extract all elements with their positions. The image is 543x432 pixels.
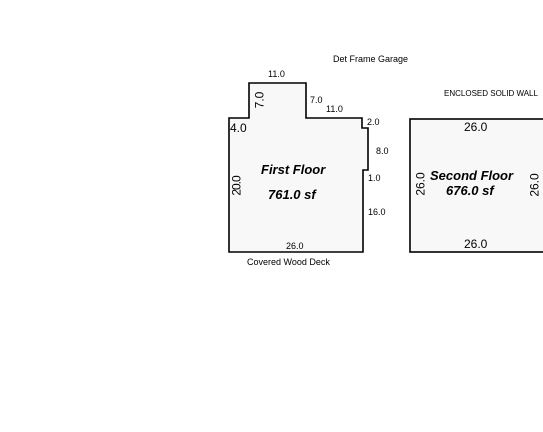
sf-dim-top: 26.0: [464, 120, 488, 134]
second-floor-outline[interactable]: [409, 118, 543, 253]
ff-dim-step-top: 11.0: [326, 104, 343, 114]
deck-label: Covered Wood Deck: [247, 257, 330, 267]
ff-dim-bottom: 26.0: [286, 241, 304, 251]
ff-dim-inner-step: 7.0: [310, 95, 323, 105]
garage-label: Det Frame Garage: [333, 54, 409, 64]
first-floor-area: 761.0 sf: [268, 187, 316, 202]
ff-dim-right-b: 1.0: [368, 173, 381, 183]
sf-dim-right: 26.0: [527, 173, 542, 197]
ff-dim-left-upper: 7.0: [252, 91, 267, 109]
first-floor-title: First Floor: [261, 162, 326, 177]
header-fragment: - - -: [342, 0, 356, 4]
ff-dim-top: 11.0: [268, 69, 285, 79]
first-floor-outline[interactable]: [228, 82, 369, 253]
sf-dim-bottom: 26.0: [464, 237, 488, 251]
second-floor-area: 676.0 sf: [446, 183, 494, 198]
enclosed-wall-label: ENCLOSED SOLID WALL: [444, 89, 538, 98]
ff-dim-right-c: 16.0: [368, 207, 386, 217]
ff-dim-left-overlap: 20.0: [229, 176, 244, 196]
ff-dim-right-a: 8.0: [376, 146, 389, 156]
ff-dim-left-step: 4.0: [230, 121, 247, 135]
second-floor-title: Second Floor: [430, 168, 514, 183]
ff-dim-right-notch: 2.0: [367, 117, 380, 127]
sf-dim-left: 26.0: [413, 172, 428, 196]
